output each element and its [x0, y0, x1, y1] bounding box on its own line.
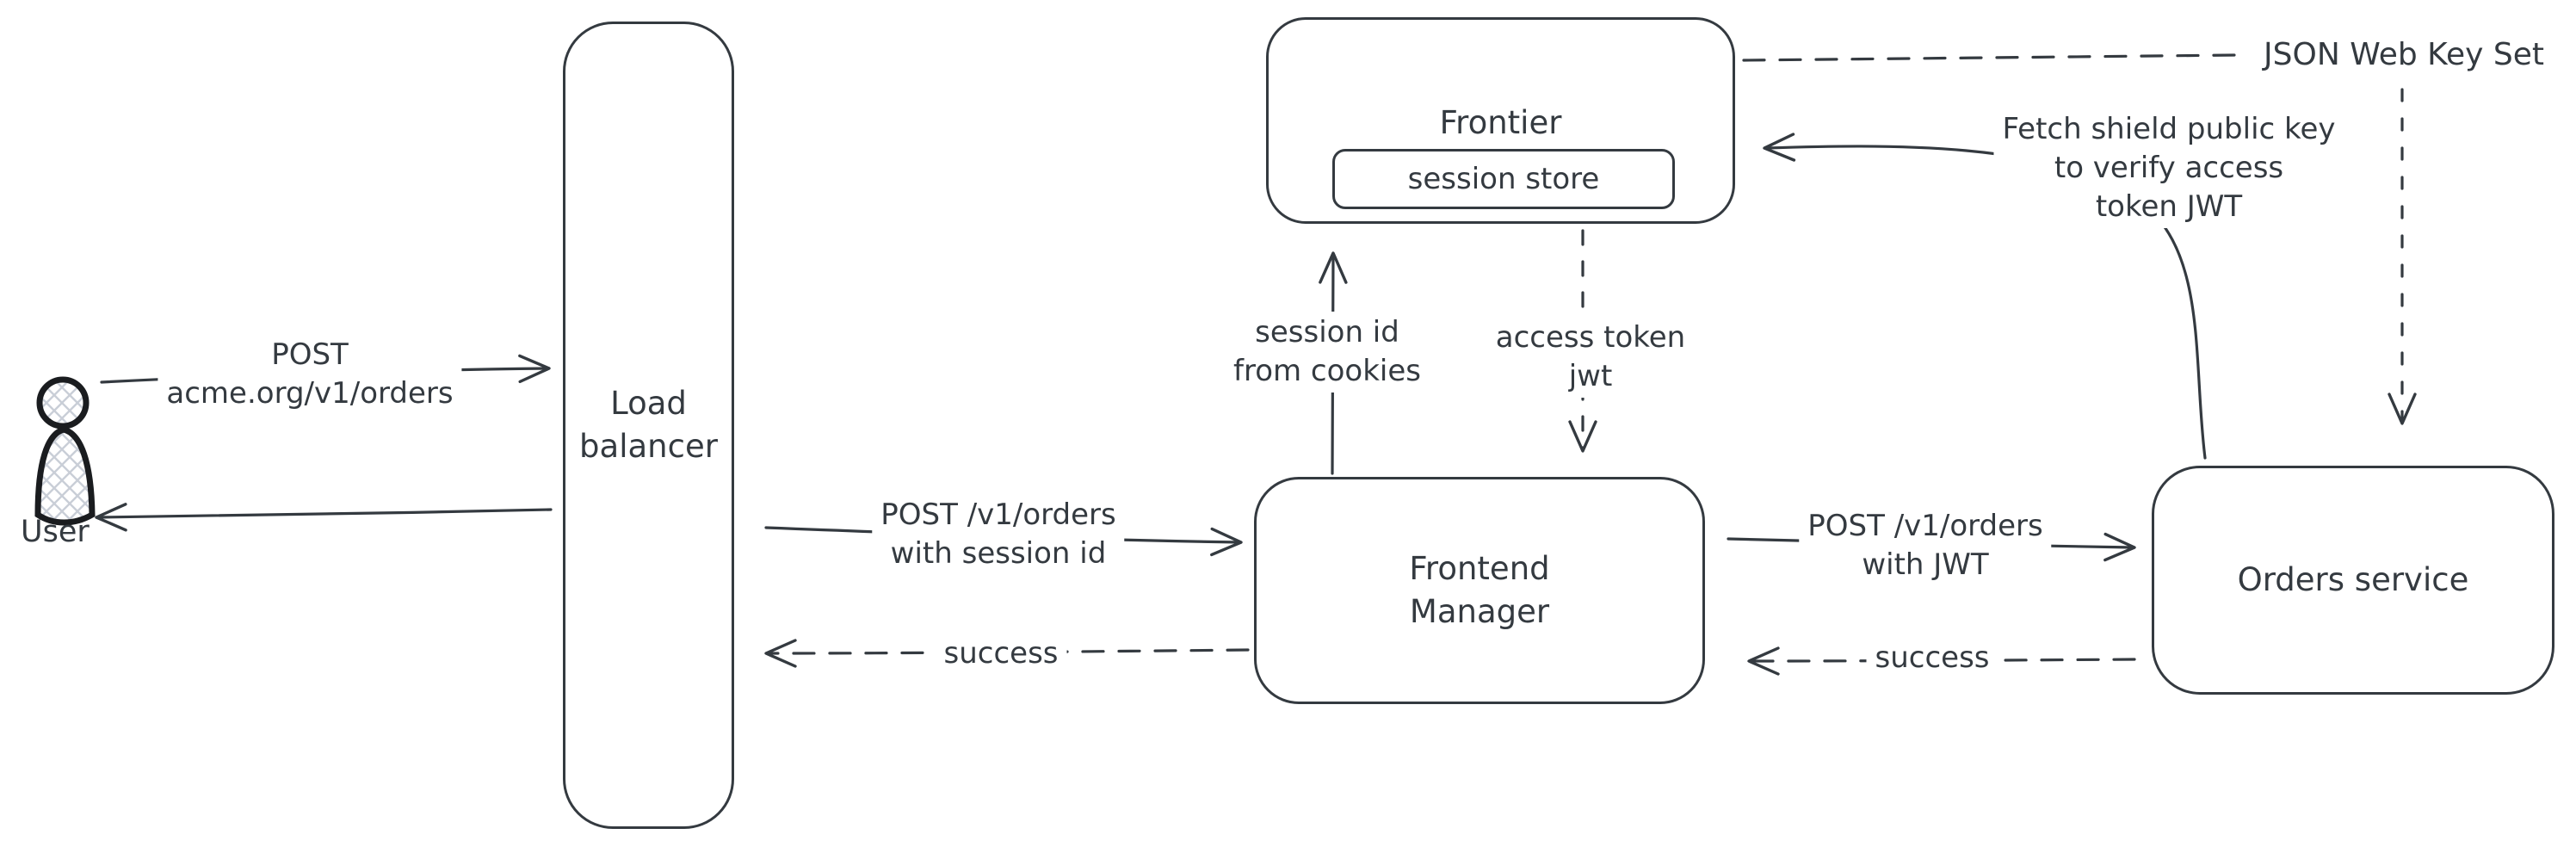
edge-load-balancer-to-user[interactable]: [95, 503, 553, 532]
label-fetch-key-line3: token JWT: [2095, 189, 2243, 224]
label-post-session-line2: with session id: [890, 535, 1107, 571]
label-fetch-key-line1: Fetch shield public key: [2002, 112, 2336, 146]
label-post-acme-line2: acme.org/v1/orders: [166, 375, 454, 411]
label-session-id-line2: from cookies: [1233, 353, 1421, 388]
label-post-session-line1: POST /v1/orders: [880, 498, 1116, 532]
load-balancer-label-line2: balancer: [579, 428, 718, 465]
label-fetch-key-line2: to verify access: [2054, 150, 2284, 185]
label-access-token-line2: jwt: [1568, 358, 1613, 393]
node-load-balancer[interactable]: Load balancer: [563, 22, 734, 829]
session-store-label: session store: [1407, 162, 1600, 196]
label-access-token-jwt: access token jwt: [1486, 317, 1695, 398]
label-post-jwt-line2: with JWT: [1862, 547, 1989, 582]
user-label: User: [21, 515, 90, 549]
label-success-left: success: [935, 633, 1067, 675]
label-success-right: success: [1866, 637, 1998, 679]
edge-frontend-manager-to-load-balancer-success[interactable]: [764, 639, 1250, 668]
node-session-store[interactable]: session store: [1332, 149, 1675, 209]
edge-frontier-to-jwks[interactable]: [1742, 53, 2236, 62]
label-post-orders-session-id: POST /v1/orders with session id: [872, 494, 1125, 575]
label-post-orders-jwt: POST /v1/orders with JWT: [1799, 505, 2052, 586]
label-json-web-key-set: JSON Web Key Set: [2255, 33, 2553, 77]
label-access-token-line1: access token: [1495, 320, 1686, 355]
node-frontier[interactable]: Frontier session store: [1266, 17, 1735, 224]
label-session-id-from-cookies: session id from cookies: [1225, 312, 1430, 393]
node-orders-service[interactable]: Orders service: [2152, 466, 2554, 695]
orders-service-label: Orders service: [2237, 561, 2469, 599]
node-frontend-manager[interactable]: Frontend Manager: [1254, 477, 1705, 704]
frontier-title: Frontier: [1439, 104, 1562, 141]
label-session-id-line1: session id: [1255, 315, 1399, 349]
label-post-acme-line1: POST: [271, 337, 349, 372]
frontend-manager-label-line2: Manager: [1409, 593, 1550, 630]
user-icon[interactable]: [34, 376, 96, 526]
label-fetch-shield-public-key: Fetch shield public key to verify access…: [1993, 108, 2344, 228]
frontend-manager-label-line1: Frontend: [1409, 550, 1550, 588]
label-post-acme-orders: POST acme.org/v1/orders: [158, 334, 462, 415]
load-balancer-label-line1: Load: [610, 385, 687, 423]
label-post-jwt-line1: POST /v1/orders: [1807, 509, 2043, 543]
